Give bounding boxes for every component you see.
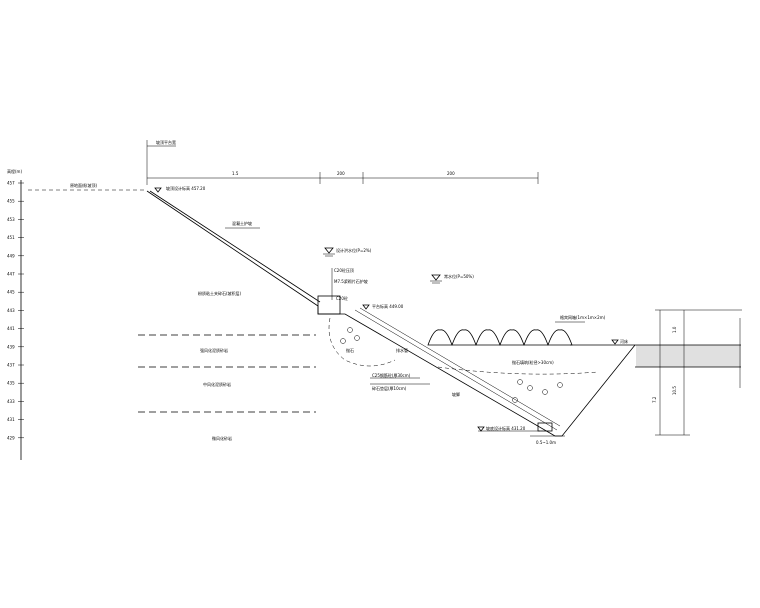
scale-tick-label: 439 xyxy=(7,344,15,349)
gabion-mound xyxy=(523,329,549,346)
scale-ticks: 457 455 453 451 449 447 445 443 441 439 437 435 433 4… xyxy=(7,181,24,440)
scale-tick-label: 445 xyxy=(7,290,15,295)
gabion-mound xyxy=(499,329,525,346)
riverbed-cut xyxy=(555,344,636,437)
toe-block xyxy=(537,422,553,432)
scale-title: 高程(m) xyxy=(7,168,22,174)
rock-symbol xyxy=(517,379,523,385)
soil-layers: 粉质粘土夹碎石(坡积层) 强风化泥质砂岩 中风化泥质砂岩 微风化砂岩 xyxy=(138,290,316,441)
dim-top-label: 坡顶平台宽 xyxy=(156,139,176,145)
slope-lining-inner xyxy=(354,309,558,431)
layer-2-label: 强风化泥质砂岩 xyxy=(200,347,228,353)
rock-symbol xyxy=(354,335,360,341)
top-elevation-marker: 坡顶设计标高 457.20 xyxy=(154,185,206,193)
berm-elev-label: 平台标高 449.00 xyxy=(372,303,404,309)
bottom-triangle xyxy=(477,426,485,432)
toe-label-2: 碎石垫层(厚10cm) xyxy=(372,385,407,391)
scale-tick-label: 447 xyxy=(7,272,15,277)
drain-note: 排水管 xyxy=(396,347,408,353)
right-dim-3: 7.2 xyxy=(652,396,657,403)
backfill-outline xyxy=(328,317,396,367)
berm-label-c: C20砼 xyxy=(336,295,348,301)
scale-tick-label: 431 xyxy=(7,417,15,422)
scale-tick-label: 453 xyxy=(7,217,15,222)
layer-1-label: 粉质粘土夹碎石(坡积层) xyxy=(198,290,242,296)
gabion-mound xyxy=(547,329,573,346)
bottom-elev-label: 坡底设计标高 431.20 xyxy=(486,425,526,431)
bottom-dim-label: 0.5~1.0m xyxy=(536,440,556,445)
water-triangle-2 xyxy=(431,274,441,281)
rock-symbol xyxy=(347,327,353,333)
dim-value-2: 200 xyxy=(337,171,345,176)
toe-annotations: C25钢筋砼(厚30cm) 碎石垫层(厚10cm) 坡脚 xyxy=(370,372,460,397)
rock-symbol xyxy=(340,338,346,344)
right-dim-2: 10.5 xyxy=(672,386,677,395)
gabion-row xyxy=(427,329,573,346)
toe-label-1: C25钢筋砼(厚30cm) xyxy=(372,372,411,378)
riverbed-fill-label: 抛石填筑(粒径>30cm) xyxy=(512,359,554,365)
riverbed-hatch xyxy=(636,345,741,367)
elevation-triangle xyxy=(154,187,162,193)
rock-symbol xyxy=(542,389,548,395)
slope-lining-outer xyxy=(359,307,561,427)
gabion-mound xyxy=(475,329,501,346)
scale-tick-label: 437 xyxy=(7,363,15,368)
rock-symbol xyxy=(512,397,518,403)
right-dimensions: 1.0 10.5 7.2 xyxy=(652,309,742,436)
scale-tick-label: 455 xyxy=(7,199,15,204)
right-dim-1: 1.0 xyxy=(672,326,677,333)
berm-label-a: C20砼压顶 xyxy=(334,267,354,273)
gabion-label: 格宾网箱(1m×1m×2m) xyxy=(560,314,606,320)
scale-tick-label: 429 xyxy=(7,435,15,440)
scale-tick-label: 433 xyxy=(7,399,15,404)
dim-value-3: 200 xyxy=(447,171,455,176)
scale-tick-label: 451 xyxy=(7,235,15,240)
berm-block xyxy=(317,295,341,315)
terrain: 原地面线(坡顶) xyxy=(28,182,636,437)
gabion-mound xyxy=(451,329,477,346)
scale-tick-label: 457 xyxy=(7,181,15,186)
layer-4-label: 微风化砂岩 xyxy=(212,435,232,441)
slope-face-outer xyxy=(149,190,321,303)
foot-label: 坡脚 xyxy=(452,391,460,397)
berm-annotations: C20砼压顶 M7.5浆砌片石护坡 C20砼 平台标高 449.00 xyxy=(317,267,404,315)
berm-label-b: M7.5浆砌片石护坡 xyxy=(334,278,368,284)
dim-value-1: 1.5 xyxy=(232,171,239,176)
scour-line xyxy=(437,366,599,375)
riverbed-triangle xyxy=(611,339,619,345)
riverbed: 河床 抛石填筑(粒径>30cm) xyxy=(437,338,741,403)
layer-3-label: 中风化泥质砂岩 xyxy=(203,381,231,387)
ground-line-label: 原地面线(坡顶) xyxy=(70,182,98,188)
top-dimension: 坡顶平台宽 1.5 200 200 xyxy=(146,139,539,185)
slope-face-upper xyxy=(146,190,556,437)
slope-face-label: 混凝土护坡 xyxy=(232,220,252,226)
elevation-scale: 高程(m) 4574554534514494474454434414394374… xyxy=(7,168,24,460)
gabion-mound xyxy=(427,329,453,346)
river-label: 河床 xyxy=(620,338,628,344)
scale-tick-label: 441 xyxy=(7,326,15,331)
bottom-annotations: 坡底设计标高 431.20 0.5~1.0m xyxy=(477,422,565,445)
water-level-markers: 设计洪水位(P=2%) 常水位(P=50%) xyxy=(323,247,474,284)
scale-tick-label: 449 xyxy=(7,253,15,258)
backfill-zone: 抛石 排水管 xyxy=(328,317,408,367)
scale-tick-label: 443 xyxy=(7,308,15,313)
fill-note-1: 抛石 xyxy=(346,347,354,353)
rock-symbol xyxy=(557,382,563,388)
rock-symbol xyxy=(527,385,533,391)
top-elev-label: 坡顶设计标高 457.20 xyxy=(166,185,206,191)
berm-triangle xyxy=(362,304,370,310)
water-level-2-label: 常水位(P=50%) xyxy=(444,273,474,279)
water-level-1-label: 设计洪水位(P=2%) xyxy=(336,247,372,253)
scale-tick-label: 435 xyxy=(7,381,15,386)
water-triangle-1 xyxy=(324,247,334,254)
